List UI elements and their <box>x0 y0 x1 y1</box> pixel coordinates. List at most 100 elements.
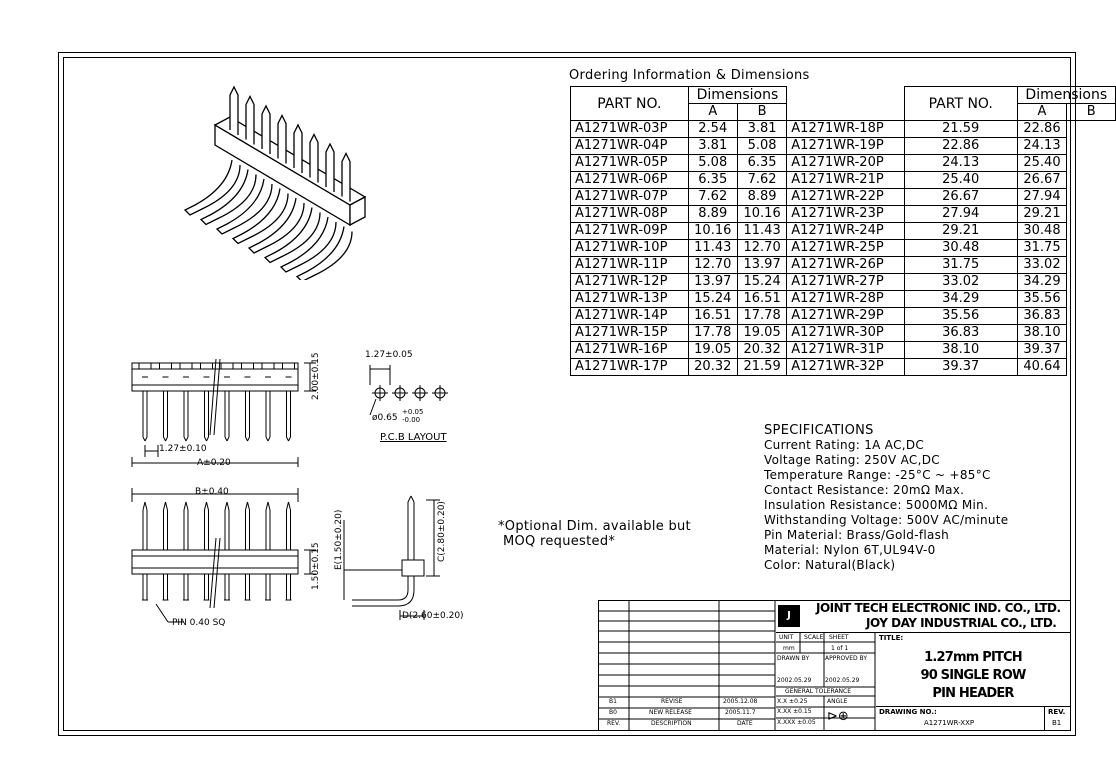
pcb-pitch-label: 1.27±0.05 <box>365 350 413 360</box>
part-no-cell: A1271WR-07P <box>570 188 689 206</box>
h150-dim-label: 1.50±0.15 <box>311 542 321 590</box>
dim-a-cell: 21.59 <box>903 120 1018 138</box>
sheet-value: 1 of 1 <box>831 645 849 652</box>
part-no-cell: A1271WR-17P <box>570 358 689 376</box>
part-no-cell: A1271WR-32P <box>786 358 905 376</box>
dim-a-cell: 29.21 <box>903 222 1018 240</box>
part-no-cell: A1271WR-06P <box>570 171 689 189</box>
hole-dia-label: ø0.65 <box>372 413 398 423</box>
dim-a-cell: 5.08 <box>687 154 738 172</box>
dim-a-cell: 6.35 <box>687 171 738 189</box>
rev-row-2-rev: B0 <box>609 709 617 716</box>
dim-b-cell: 8.89 <box>736 188 788 206</box>
angle-label: ANGLE <box>827 698 848 705</box>
a-dim-label: A±0.20 <box>197 458 231 468</box>
side-view-drawing <box>343 495 440 620</box>
approved-by-label: APPROVED BY <box>825 655 868 662</box>
rev-row-1-date: 2005.12.08 <box>723 698 758 705</box>
part-no-cell: A1271WR-12P <box>570 273 689 291</box>
dim-b-cell: 20.32 <box>736 341 788 359</box>
rev-header-desc: DESCRIPTION <box>651 720 692 727</box>
dim-a-cell: 2.54 <box>687 120 738 138</box>
part-no-cell: A1271WR-15P <box>570 324 689 342</box>
col-b-header: B <box>736 103 788 121</box>
rev-row-1-rev: B1 <box>609 698 617 705</box>
title-label: TITLE: <box>879 634 904 642</box>
part-no-cell: A1271WR-20P <box>786 154 905 172</box>
dim-b-cell: 12.70 <box>736 239 788 257</box>
drawn-by-label: DRAWN BY <box>777 655 810 662</box>
part-no-cell: A1271WR-26P <box>786 256 905 274</box>
title-line-2: 90 SINGLE ROW <box>920 668 1026 683</box>
table-gap <box>786 86 905 121</box>
dim-a-cell: 19.05 <box>687 341 738 359</box>
part-no-cell: A1271WR-31P <box>786 341 905 359</box>
specifications-heading: SPECIFICATIONS <box>764 423 874 438</box>
dim-a-cell: 26.67 <box>903 188 1018 206</box>
drawing-frame-outer <box>58 52 1076 736</box>
spec-line: Color: Natural(Black) <box>764 558 896 572</box>
part-no-cell: A1271WR-16P <box>570 341 689 359</box>
rev-row-1-desc: REVISE <box>661 698 683 705</box>
scale-label: SCALE <box>804 634 824 641</box>
spec-line: Pin Material: Brass/Gold-flash <box>764 528 950 542</box>
rev-label: REV. <box>1048 708 1066 716</box>
part-no-cell: A1271WR-22P <box>786 188 905 206</box>
spec-line: Contact Resistance: 20mΩ Max. <box>764 483 965 497</box>
dimension-table: PART NO. Dimensions PART NO. Dimensions … <box>570 86 1116 376</box>
d-dim-label: D(2.60±0.20) <box>402 611 464 621</box>
part-no-cell: A1271WR-08P <box>570 205 689 223</box>
dim-b-cell: 17.78 <box>736 307 788 325</box>
c-dim-label: C(2.80±0.20) <box>437 501 447 562</box>
drawn-date: 2002.05.29 <box>777 677 812 684</box>
title-line-1: 1.27mm PITCH <box>924 650 1023 665</box>
part-no-cell: A1271WR-29P <box>786 307 905 325</box>
part-no-cell: A1271WR-14P <box>570 307 689 325</box>
dim-a-cell: 13.97 <box>687 273 738 291</box>
part-no-cell: A1271WR-28P <box>786 290 905 308</box>
spec-line: Current Rating: 1A AC,DC <box>764 438 925 452</box>
unit-value: mm <box>783 645 795 652</box>
dim-a-cell: 38.10 <box>903 341 1018 359</box>
dim-b-cell: 27.94 <box>1016 188 1068 206</box>
dim-b-cell: 21.59 <box>736 358 788 376</box>
part-no-cell: A1271WR-18P <box>786 120 905 138</box>
height-dim-label: 2.00±0.15 <box>311 352 321 400</box>
dim-b-cell: 5.08 <box>736 137 788 155</box>
dim-a-cell: 20.32 <box>687 358 738 376</box>
hole-tol-minus: -0.00 <box>402 416 421 424</box>
part-no-cell: A1271WR-04P <box>570 137 689 155</box>
part-no-cell: A1271WR-30P <box>786 324 905 342</box>
part-no-cell: A1271WR-05P <box>570 154 689 172</box>
bottom-front-view-drawing <box>131 488 316 623</box>
rev-divider <box>1044 706 1045 730</box>
dim-b-cell: 15.24 <box>736 273 788 291</box>
col-a-header: A <box>687 103 738 121</box>
dim-a-cell: 15.24 <box>687 290 738 308</box>
dim-a-cell: 22.86 <box>903 137 1018 155</box>
dim-a-cell: 11.43 <box>687 239 738 257</box>
dim-b-cell: 11.43 <box>736 222 788 240</box>
optional-note-line2: MOQ requested* <box>503 534 616 549</box>
dim-b-cell: 3.81 <box>736 120 788 138</box>
part-no-header: PART NO. <box>903 86 1018 121</box>
dim-a-cell: 33.02 <box>903 273 1018 291</box>
dim-b-cell: 36.83 <box>1016 307 1068 325</box>
col-a-header: A <box>1016 103 1068 121</box>
title-area: TITLE: 1.27mm PITCH 90 SINGLE ROW PIN HE… <box>876 632 1070 707</box>
part-no-cell: A1271WR-23P <box>786 205 905 223</box>
hole-tol-plus: +0.05 <box>402 408 424 416</box>
rev-header-date: DATE <box>737 720 753 727</box>
spec-line: Insulation Resistance: 5000MΩ Min. <box>764 498 989 512</box>
dim-a-cell: 10.16 <box>687 222 738 240</box>
specifications-block: SPECIFICATIONS Current Rating: 1A AC,DC … <box>764 423 1009 573</box>
b-dim-label: B±0.40 <box>195 487 229 497</box>
